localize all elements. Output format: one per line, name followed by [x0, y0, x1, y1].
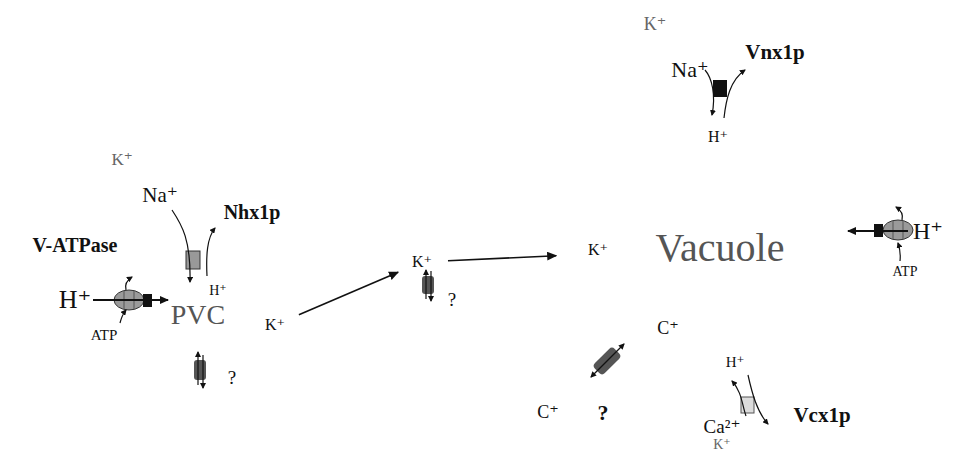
- ion-label: H⁺: [913, 219, 943, 243]
- ion-label-text: Na⁺: [142, 183, 178, 207]
- vesicle-bud: K⁺: [253, 303, 297, 347]
- ion-label-text: Ca²⁺: [704, 416, 741, 437]
- cation-channel: [591, 344, 624, 377]
- ion-label: K⁺: [713, 435, 731, 452]
- ion-label: C⁺: [537, 403, 559, 422]
- channel-symbol: [422, 270, 434, 301]
- ion-label: C⁺: [657, 319, 679, 338]
- protein-name-text: Nhx1p: [224, 201, 281, 223]
- node-text: PVC: [171, 300, 225, 331]
- ion-label: K⁺: [588, 241, 608, 259]
- v-atpase-symbol: [93, 277, 168, 323]
- protein-name-text: Vcx1p: [793, 403, 850, 427]
- ion-label: H⁺: [708, 128, 728, 146]
- protein-name: Vnx1p: [745, 42, 805, 63]
- notch-gap: [542, 229, 581, 268]
- protein-name-text: V-ATPase: [33, 234, 118, 256]
- unknown-mark-text: ?: [448, 289, 456, 310]
- vnx1p-exchanger: [705, 70, 745, 118]
- membrane-invagination: [563, 230, 580, 266]
- unknown-mark: ?: [598, 402, 609, 424]
- atp-label-text: ATP: [893, 264, 918, 279]
- node-text: Vacuole: [656, 226, 785, 270]
- node-text: K⁺: [412, 253, 432, 271]
- ion-label: H⁺: [59, 287, 92, 313]
- membrane-circle: [255, 305, 296, 346]
- ion-label-text: H⁺: [59, 285, 92, 314]
- ion-label-text: C⁺: [537, 402, 559, 422]
- unknown-mark: ?: [228, 368, 236, 388]
- protein-name: Vcx1p: [793, 405, 850, 426]
- transport-vesicle: K⁺: [400, 240, 444, 284]
- pvc-compartment: PVC: [143, 260, 253, 370]
- ion-label: K⁺: [111, 151, 132, 169]
- ion-label: H⁺: [726, 353, 745, 371]
- ion-label-text: H⁺: [913, 218, 943, 244]
- unknown-mark-text: ?: [228, 367, 236, 388]
- ion-label-text: K⁺: [111, 150, 132, 169]
- ion-label: H⁺: [209, 281, 227, 299]
- protein-name: Nhx1p: [224, 202, 281, 223]
- ion-label: Na⁺: [671, 59, 708, 81]
- unknown-mark: ?: [448, 290, 456, 310]
- channel-symbol: [194, 352, 206, 388]
- membrane-circle: [145, 262, 252, 369]
- atp-label: ATP: [893, 262, 918, 280]
- membrane-circle: [402, 242, 443, 283]
- protein-name: V-ATPase: [33, 235, 118, 256]
- ion-label-text: H⁺: [209, 283, 227, 298]
- ion-label-text: H⁺: [726, 354, 745, 370]
- transport-arrow: [448, 256, 556, 261]
- unknown-mark-text: ?: [598, 400, 609, 425]
- ion-label-text: H⁺: [708, 128, 728, 145]
- nhx1p-exchanger: [172, 210, 215, 282]
- ion-label-text: K⁺: [588, 241, 608, 258]
- node-text: K⁺: [265, 316, 285, 334]
- membrane-circle: [562, 90, 879, 407]
- ion-label-text: K⁺: [713, 437, 731, 452]
- atp-label-text: ATP: [91, 327, 118, 343]
- protein-name-text: Vnx1p: [745, 40, 805, 64]
- ion-label: Na⁺: [142, 185, 178, 206]
- v-atpase-symbol: [848, 207, 913, 261]
- ion-label-text: K⁺: [644, 14, 667, 34]
- ion-label: Ca²⁺: [704, 417, 741, 437]
- ion-label-text: C⁺: [657, 318, 679, 338]
- atp-label: ATP: [91, 326, 118, 344]
- ion-label-text: Na⁺: [671, 57, 708, 82]
- ion-label: K⁺: [644, 15, 667, 34]
- transport-arrow: [299, 272, 398, 315]
